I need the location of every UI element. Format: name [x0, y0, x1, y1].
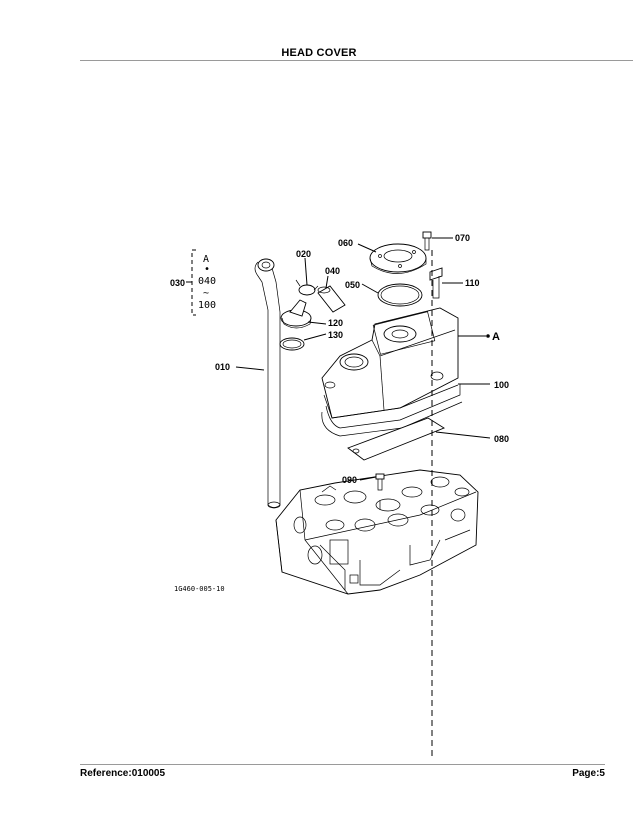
group-note-line-3: 040 — [198, 276, 216, 287]
group-note-line-5: 100 — [198, 300, 216, 311]
callout-110: 110 — [465, 278, 480, 288]
callout-120: 120 — [328, 318, 343, 328]
gasket-ring-drawing — [377, 283, 423, 307]
callout-040: 040 — [325, 266, 340, 276]
bolt-090-drawing — [375, 473, 385, 491]
clamp-drawing — [295, 279, 319, 296]
cover-plate-drawing — [369, 243, 427, 274]
callout-080: 080 — [494, 434, 509, 444]
hose-drawing — [317, 285, 346, 313]
callout-030: 030 — [170, 278, 185, 288]
callout-020: 020 — [296, 249, 311, 259]
breather-pipe-drawing — [254, 258, 281, 509]
callout-010: 010 — [215, 362, 230, 372]
figure-id: 1G460-005-10 — [174, 585, 225, 593]
reference-number: Reference:010005 — [80, 768, 166, 779]
callout-100: 100 — [494, 380, 509, 390]
group-note-line-4: ~ — [203, 288, 209, 299]
gasket-plate-drawing — [347, 417, 445, 461]
callout-a: A — [492, 331, 500, 343]
header-divider — [80, 60, 633, 61]
group-note-line-1: A — [203, 254, 209, 265]
group-note-line-2: • — [204, 264, 210, 275]
callout-130: 130 — [328, 330, 343, 340]
bolt-070-drawing — [422, 231, 432, 251]
footer-divider — [80, 764, 605, 765]
callout-050: 050 — [345, 280, 360, 290]
bolt-110-drawing — [429, 267, 443, 299]
page-number: Page:5 — [572, 768, 605, 779]
head-cover-drawing — [321, 307, 463, 437]
callout-090: 090 — [342, 475, 357, 485]
callout-060: 060 — [338, 238, 353, 248]
cylinder-head-drawing — [275, 469, 479, 595]
group-note: A • 040 ~ 100 — [198, 254, 216, 311]
callout-070: 070 — [455, 233, 470, 243]
oil-cap-drawing — [279, 299, 312, 351]
leader-lines — [186, 237, 491, 760]
page-title: HEAD COVER — [281, 47, 357, 59]
